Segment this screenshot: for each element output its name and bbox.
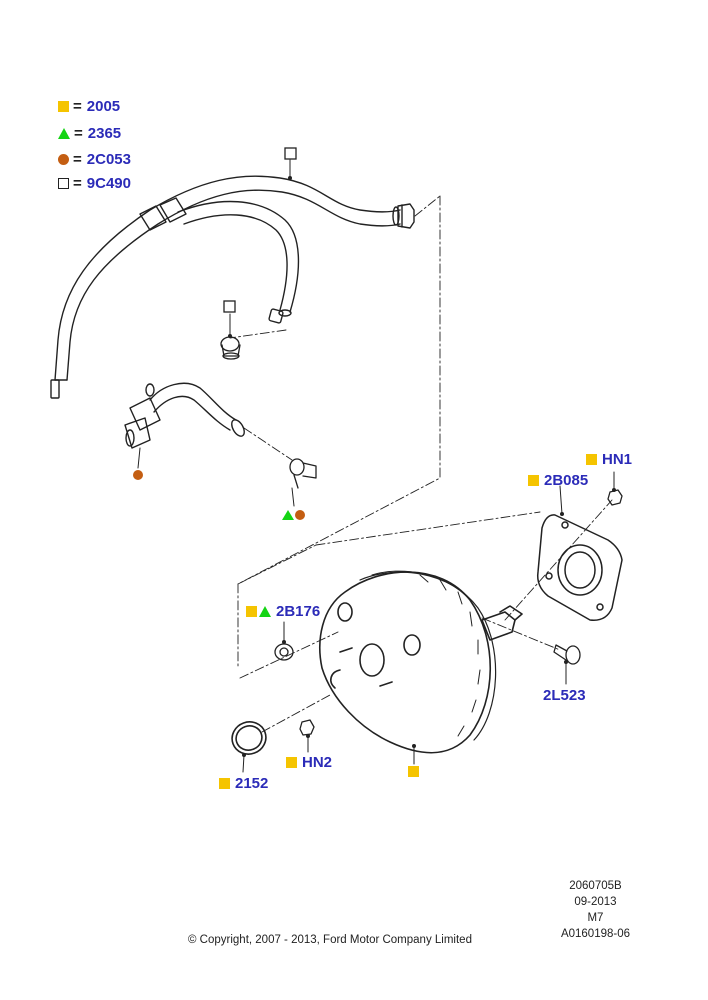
diagram-metadata: 2060705B 09-2013 M7 A0160198-06 (561, 878, 630, 942)
legend-item-9c490: = 9C490 (58, 173, 131, 193)
callout-2l523: 2L523 (540, 686, 586, 704)
yellow-square-icon (219, 777, 230, 789)
diagram-image-id: A0160198-06 (560, 928, 630, 940)
nut-hn1 (607, 489, 623, 506)
green-triangle-icon (259, 605, 271, 617)
part-code: 2152 (235, 774, 269, 792)
part-code: HN2 (302, 753, 333, 771)
copyright-notice: © Copyright, 2007 - 2013, Ford Motor Com… (188, 934, 472, 946)
legend-equals: = (74, 124, 83, 142)
seal-2b176 (274, 643, 294, 661)
legend-equals: = (73, 97, 82, 115)
pin-2l523 (553, 644, 581, 665)
legend-code: 2C053 (86, 150, 131, 168)
legend-code: 9C490 (86, 174, 131, 192)
vacuum-hose-lower (124, 382, 245, 449)
yellow-square-icon (58, 100, 69, 112)
part-code: 2L523 (543, 686, 586, 704)
marker-2c053 (133, 470, 143, 480)
marker-9c490 (284, 147, 297, 160)
diagram-version: M7 (587, 912, 604, 924)
nut-hn2 (299, 719, 315, 736)
callout-2b085: 2B085 (528, 471, 588, 489)
diagram-date: 09-2013 (574, 896, 617, 908)
vacuum-hose-branch (177, 200, 300, 324)
yellow-square-icon (246, 605, 257, 617)
callout-hn1: HN1 (586, 450, 632, 468)
part-code: HN1 (602, 450, 633, 468)
brake-booster (319, 570, 523, 754)
green-triangle-icon (58, 127, 70, 139)
legend-equals: = (73, 174, 82, 192)
vacuum-hose-main (50, 175, 415, 399)
callout-2152: 2152 (219, 774, 268, 792)
yellow-square-icon (586, 453, 597, 465)
hose-cap (220, 336, 241, 360)
orange-circle-icon (58, 153, 69, 165)
marker-9c490 (223, 300, 236, 313)
marker-2365 (282, 510, 294, 520)
legend-item-2c053: = 2C053 (58, 149, 131, 169)
legend-item-2365: = 2365 (58, 123, 121, 143)
marker-2005 (408, 766, 419, 777)
assembly-boundary-line (229, 195, 613, 733)
part-code: 2B176 (276, 602, 321, 620)
legend-code: 2365 (87, 124, 122, 142)
legend-code: 2005 (86, 97, 121, 115)
callout-hn2: HN2 (286, 753, 332, 771)
callout-2b176: 2B176 (246, 602, 320, 620)
check-valve (289, 458, 317, 489)
yellow-square-icon (286, 756, 297, 768)
open-square-icon (58, 177, 69, 189)
legend-item-2005: = 2005 (58, 96, 120, 116)
diagram-code: 2060705B (569, 880, 622, 892)
o-ring-2152 (231, 721, 267, 755)
yellow-square-icon (528, 474, 539, 486)
marker-2c053 (295, 510, 305, 520)
legend-equals: = (73, 150, 82, 168)
booster-gasket (536, 514, 623, 621)
part-code: 2B085 (544, 471, 589, 489)
